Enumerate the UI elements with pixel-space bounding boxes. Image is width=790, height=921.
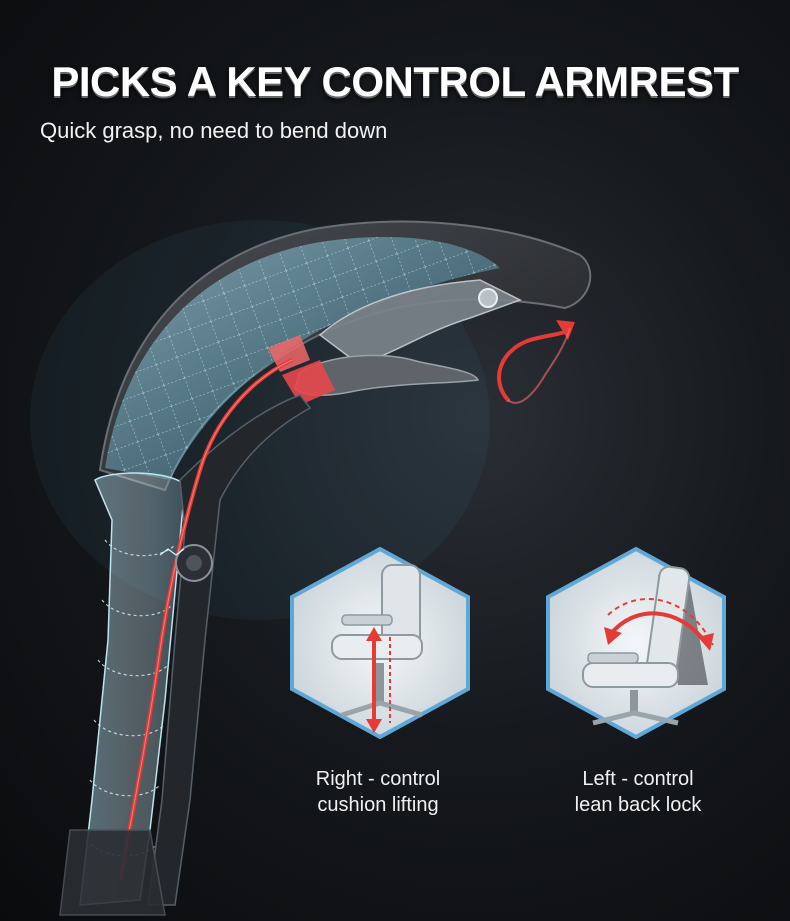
caption-left-line2: lean back lock	[574, 794, 702, 816]
caption-right-line2: cushion lifting	[317, 794, 439, 816]
caption-left-control: Left - control lean back lock	[528, 766, 748, 818]
hex-lean-back-lock	[546, 546, 726, 740]
page-title: PICKS A KEY CONTROL ARMREST	[51, 58, 739, 105]
up-down-arrow-icon	[366, 627, 391, 733]
caption-left-line1: Left - control	[582, 768, 694, 790]
recline-arrow-icon	[604, 598, 714, 651]
page-subtitle: Quick grasp, no need to bend down	[40, 118, 388, 143]
hex-cushion-lifting	[290, 546, 470, 740]
caption-right-line1: Right - control	[315, 768, 441, 790]
caption-right-control: Right - control cushion lifting	[268, 766, 488, 818]
